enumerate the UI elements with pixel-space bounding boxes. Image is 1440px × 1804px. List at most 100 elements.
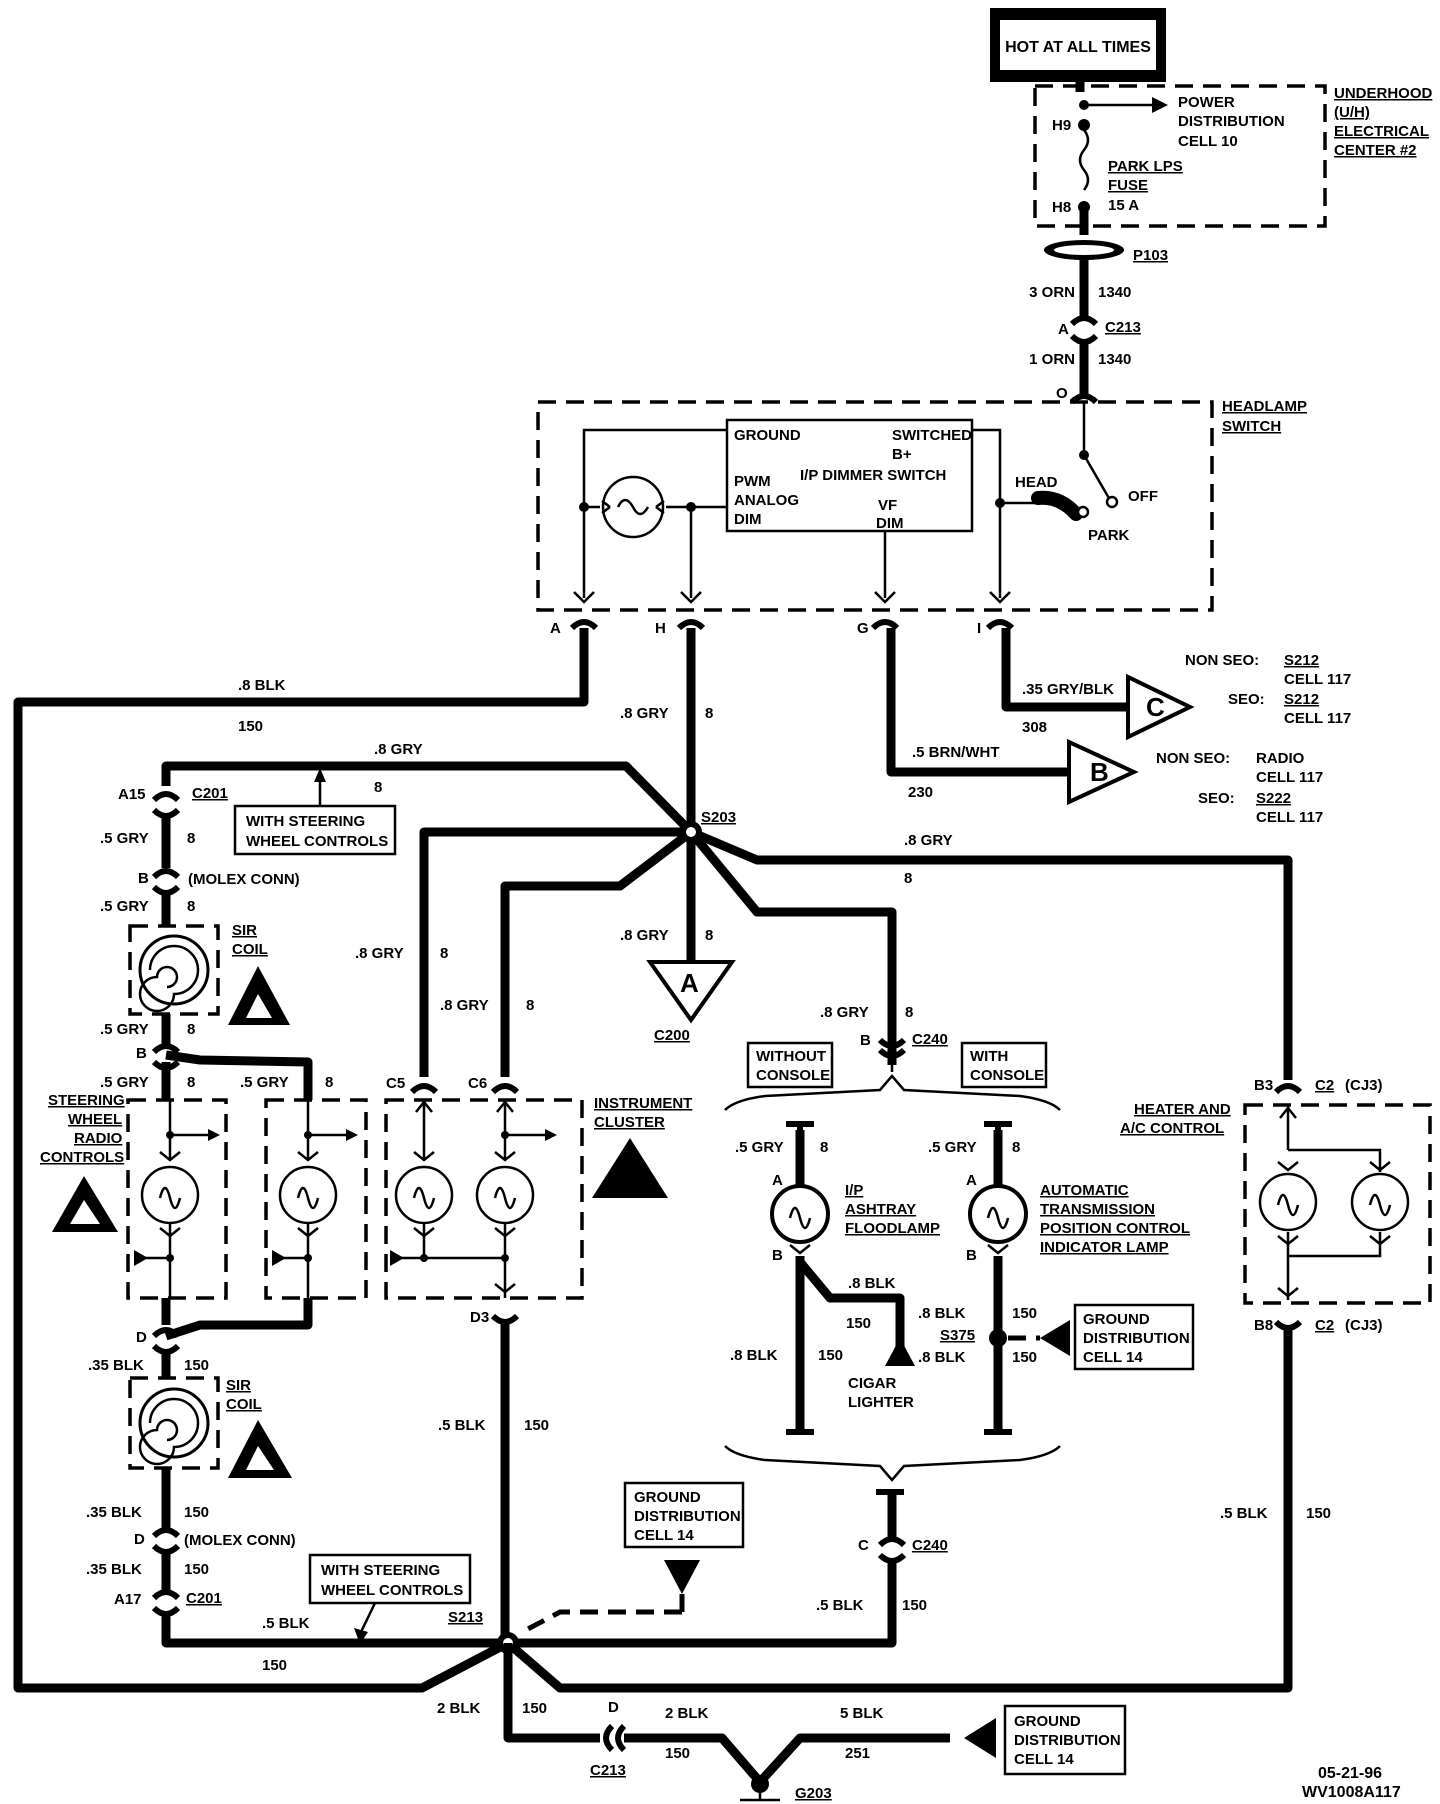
wire-251: 251 <box>845 1745 870 1762</box>
ref-c-letter: C <box>1146 692 1165 722</box>
wire-150-a: 150 <box>238 718 263 735</box>
pin-o: O <box>1056 385 1068 402</box>
dimmer-ground: GROUND <box>734 427 801 444</box>
auto-trans-3: POSITION CONTROL <box>1040 1220 1190 1237</box>
wire-blk35-c: .35 BLK <box>86 1561 142 1578</box>
sir-coil-bottom-label-2: COIL <box>226 1396 262 1413</box>
wire-150-l3: 150 <box>184 1561 209 1578</box>
with-steering-box-top <box>233 804 397 856</box>
c200-label: C200 <box>654 1027 690 1044</box>
wire-gry-blk: .35 GRY/BLK <box>1022 681 1114 698</box>
ref-b-l2v: S222 <box>1256 790 1291 807</box>
h9-pin: H9 <box>1052 117 1071 134</box>
cj3-top: (CJ3) <box>1345 1077 1383 1094</box>
wire-blk5-l: .5 BLK <box>262 1615 310 1632</box>
without-console-2: CONSOLE <box>756 1067 830 1084</box>
c240-b-pin: B <box>860 1032 871 1049</box>
dimmer-bplus: B+ <box>892 446 912 463</box>
wire-8-l2: 8 <box>187 898 195 915</box>
radio-controls-box-1 <box>126 1098 228 1300</box>
steering-label-3: RADIO <box>74 1130 123 1147</box>
ref-b-l1: NON SEO: <box>1156 750 1230 767</box>
ref-c-l2c: CELL 117 <box>1284 710 1351 727</box>
g203-label: G203 <box>795 1785 832 1802</box>
wire-8-l5: 8 <box>325 1074 333 1091</box>
wire-blk35-b: .35 BLK <box>86 1504 142 1521</box>
wire-gry5-b: .5 GRY <box>100 898 149 915</box>
gnd-dist-arrow-2 <box>664 1560 700 1594</box>
wire-150-gb: 150 <box>665 1745 690 1762</box>
d-pin: D <box>136 1329 147 1346</box>
ref-b-triangle <box>1067 738 1139 806</box>
footer-code: WV1008A117 <box>1302 1784 1401 1801</box>
gnd-dist-3-l2: DISTRIBUTION <box>1014 1732 1121 1749</box>
ref-b-l2: SEO: <box>1198 790 1235 807</box>
cluster-lamp-2 <box>390 1099 557 1298</box>
wire-2-blk-a: 2 BLK <box>437 1700 481 1717</box>
gnd-dist-box-2 <box>623 1481 745 1549</box>
gnd-dist-2-l1: GROUND <box>634 1489 701 1506</box>
c240-top: C240 <box>912 1031 948 1048</box>
wire-blk5-d3: .5 BLK <box>438 1417 486 1434</box>
wire-gry-c6: .8 GRY <box>440 997 489 1014</box>
gnd-dist-2-l3: CELL 14 <box>634 1527 694 1544</box>
c201-top: C201 <box>192 785 228 802</box>
wire-gry5-at: .5 GRY <box>928 1139 977 1156</box>
wire-8-l4: 8 <box>187 1074 195 1091</box>
steering-label-1: STEERING <box>48 1092 125 1109</box>
gnd-dist-2-l2: DISTRIBUTION <box>634 1508 741 1525</box>
wire-8-c6: 8 <box>526 997 534 1014</box>
ref-c-l1: NON SEO: <box>1185 652 1259 669</box>
dimmer-vf-dim: DIM <box>876 515 904 532</box>
wire-308: 308 <box>1022 719 1047 736</box>
gnd-dist-3-l3: CELL 14 <box>1014 1751 1074 1768</box>
wire-gry5-e: .5 GRY <box>240 1074 289 1091</box>
pdc-label-2: DISTRIBUTION <box>1178 113 1285 130</box>
wire-1340-b: 1340 <box>1098 351 1131 368</box>
wire-blk8-at: .8 BLK <box>918 1305 966 1322</box>
gnd-dist-3-l1: GROUND <box>1014 1713 1081 1730</box>
steering-label-2: WHEEL <box>68 1111 122 1128</box>
c213-top-label: C213 <box>1105 319 1141 336</box>
with-console-1: WITH <box>970 1048 1008 1065</box>
wire-blk8-cigar: .8 BLK <box>848 1275 896 1292</box>
wire-150-ga: 150 <box>522 1700 547 1717</box>
wire-150-cigar: 150 <box>846 1315 871 1332</box>
wire-3-orn: 3 ORN <box>1029 284 1075 301</box>
underhood-center-title-4: CENTER #2 <box>1334 142 1417 159</box>
c2-top: C2 <box>1315 1077 1334 1094</box>
gnd-dist-box-3 <box>1003 1704 1127 1776</box>
with-console-2: CONSOLE <box>970 1067 1044 1084</box>
cluster-lamp-1 <box>394 1099 454 1262</box>
headlamp-off: OFF <box>1128 488 1158 505</box>
wire-8-l3: 8 <box>187 1021 195 1038</box>
c213-d-pin: D <box>608 1699 619 1716</box>
wire-blk35-a: .35 BLK <box>88 1357 144 1374</box>
wire-gry5-ash: .5 GRY <box>735 1139 784 1156</box>
footer-date: 05-21-96 <box>1318 1765 1382 1782</box>
wire-2-blk-b: 2 BLK <box>665 1705 709 1722</box>
b8-pin: B8 <box>1254 1317 1273 1334</box>
sir-coil-bottom-icon <box>138 1387 210 1459</box>
c5-pin: C5 <box>386 1075 405 1092</box>
ashtray-label-3: FLOODLAMP <box>845 1220 940 1237</box>
pdc-label-3: CELL 10 <box>1178 133 1238 150</box>
heater-label-2: A/C CONTROL <box>1120 1120 1224 1137</box>
wire-8-ash: 8 <box>820 1139 828 1156</box>
wire-150-at-a: 150 <box>1012 1305 1037 1322</box>
headlamp-switch-title: HEADLAMP <box>1222 398 1307 415</box>
ash-a-pin: A <box>772 1172 783 1189</box>
wire-1-orn: 1 ORN <box>1029 351 1075 368</box>
headlamp-switch-title-2: SWITCH <box>1222 418 1281 435</box>
ref-b-l2c: CELL 117 <box>1256 809 1323 826</box>
ashtray-label-1: I/P <box>845 1182 863 1199</box>
wire-150-l1: 150 <box>184 1357 209 1374</box>
heater-label-1: HEATER AND <box>1134 1101 1231 1118</box>
wire-blk5-heater: .5 BLK <box>1220 1505 1268 1522</box>
ash-b-pin: B <box>772 1247 783 1264</box>
dimmer-switch-box <box>725 418 974 533</box>
ref-a-triangle <box>646 960 736 1024</box>
c240-bottom: C240 <box>912 1537 948 1554</box>
g203-ground-icon <box>751 1775 769 1793</box>
